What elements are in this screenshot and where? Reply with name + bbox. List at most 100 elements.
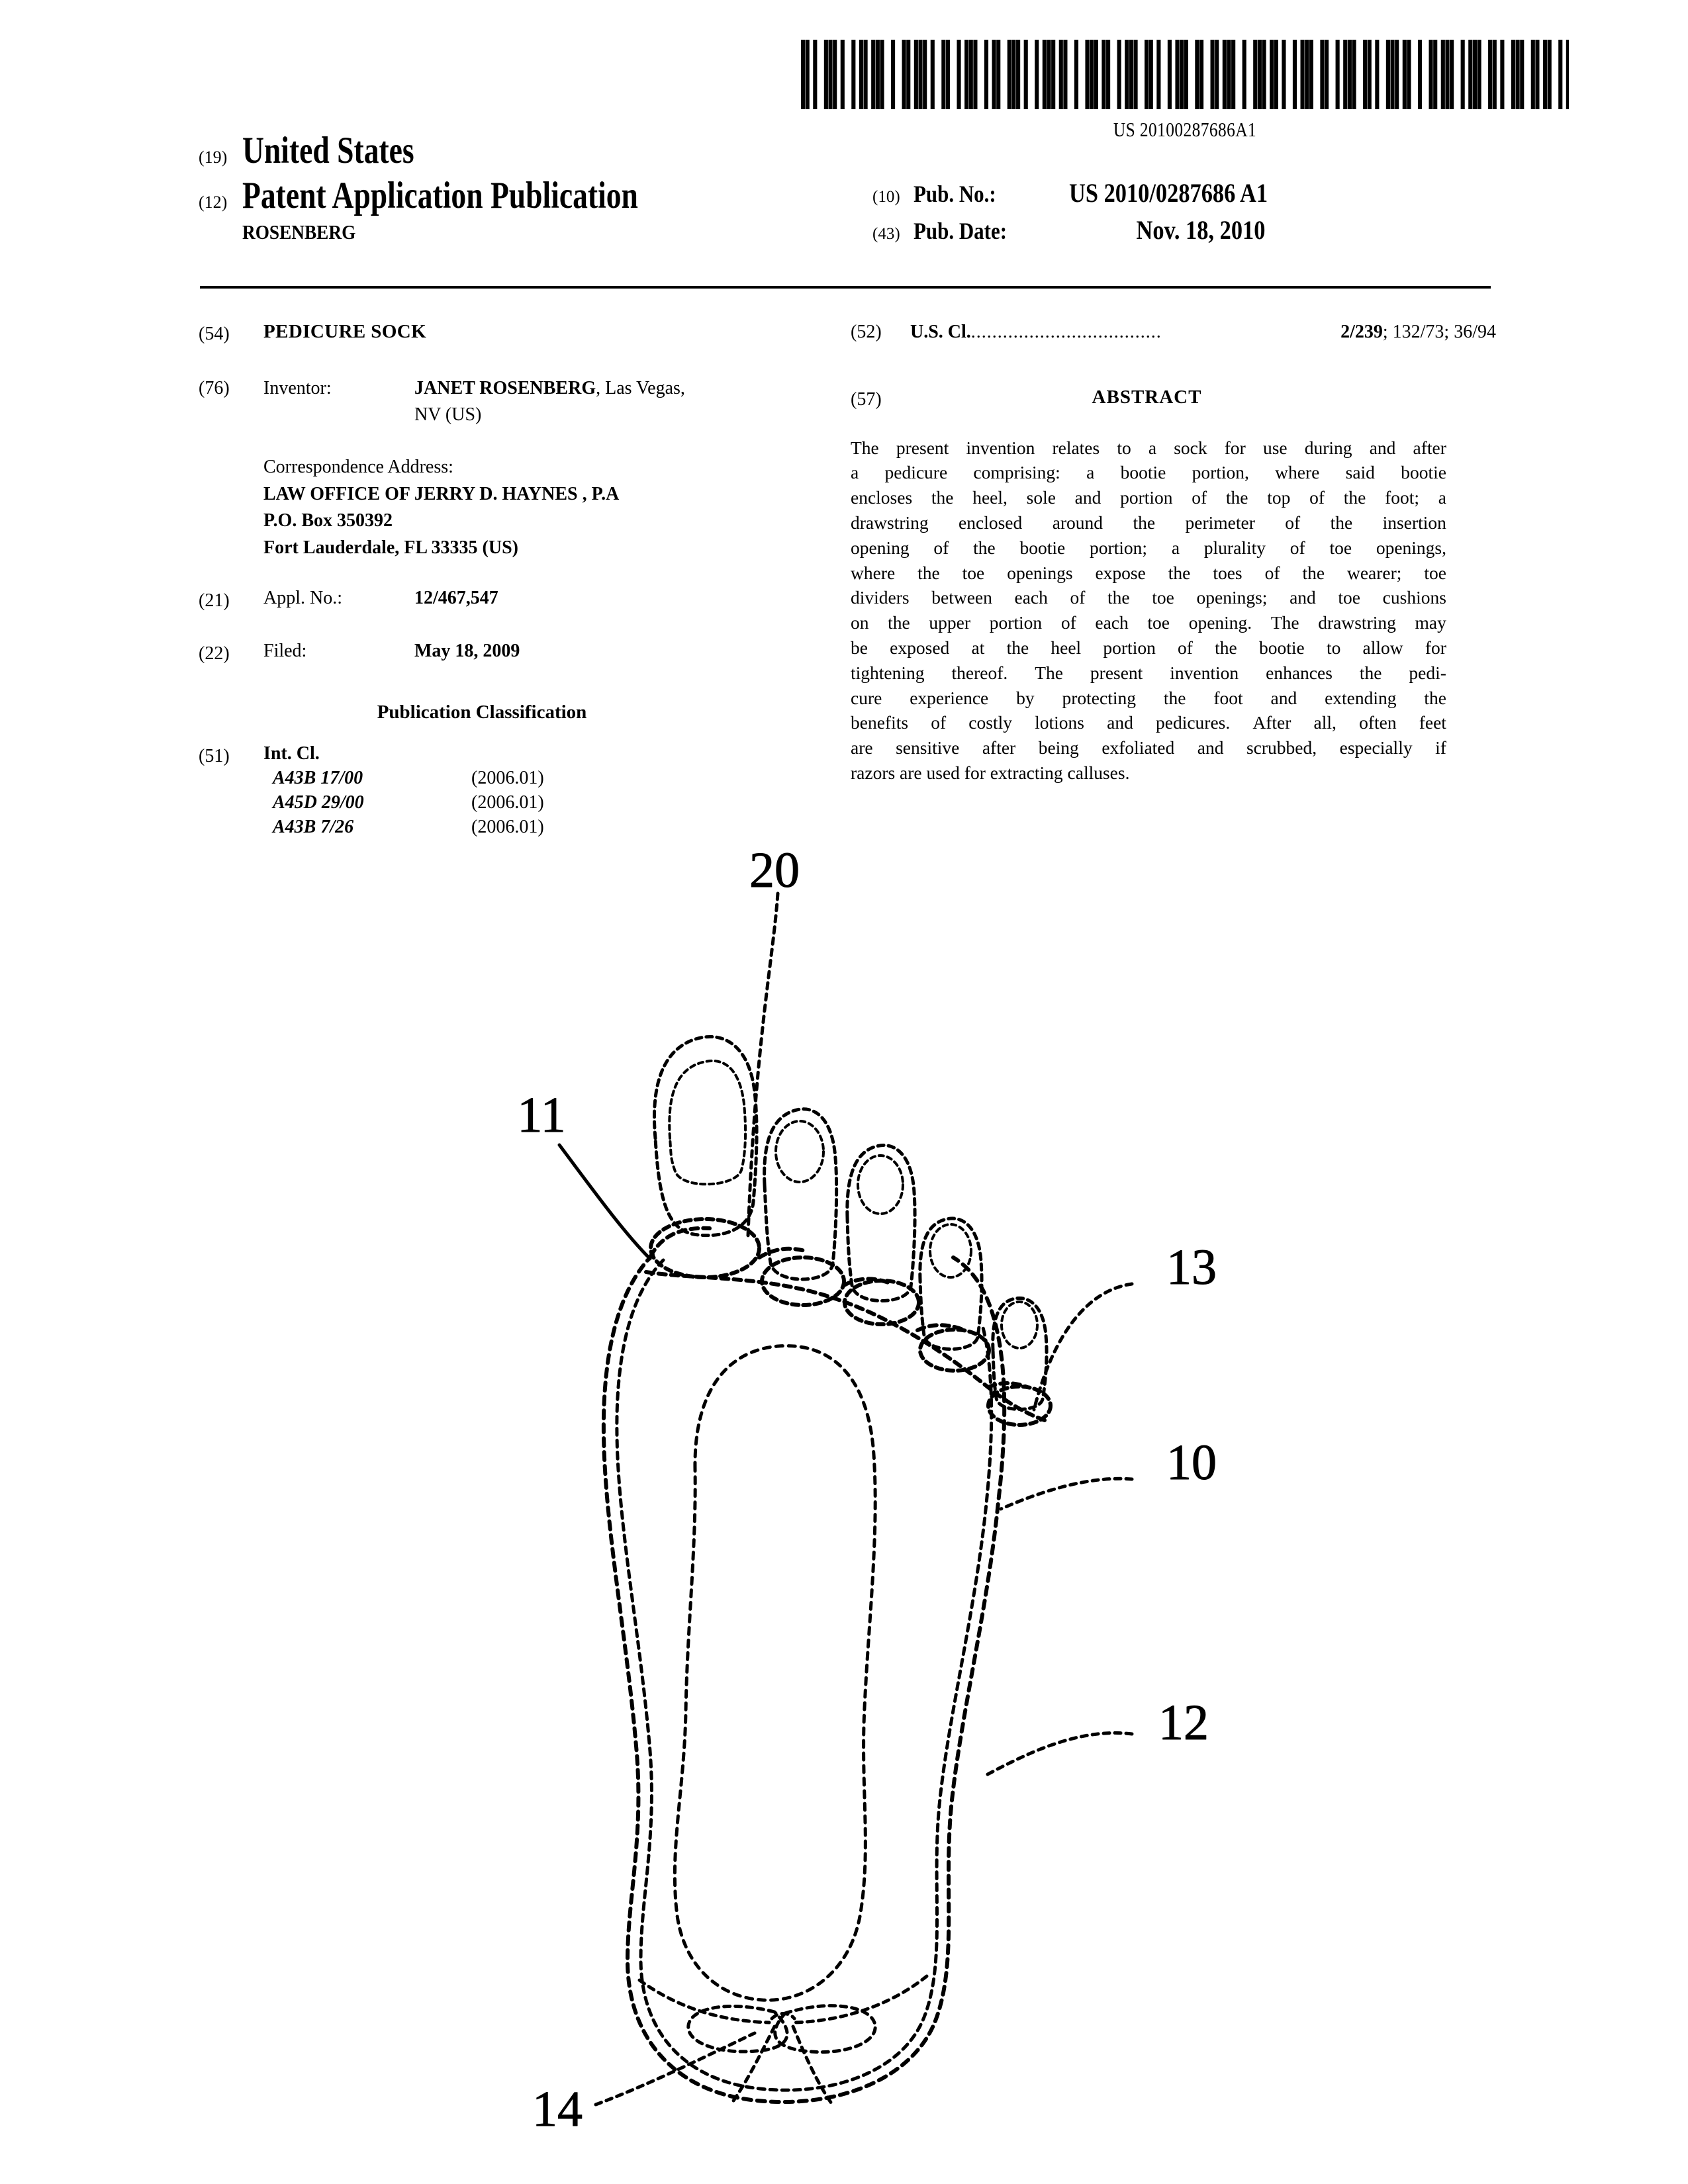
correspondence-address: Correspondence Address: LAW OFFICE OF JE…	[263, 454, 827, 561]
inventor-label: Inventor:	[263, 377, 332, 398]
leader-20	[746, 891, 780, 1238]
correspondence-line-3: Fort Lauderdale, FL 33335 (US)	[263, 537, 518, 558]
abstract-line: razors are used for extracting calluses.	[851, 762, 1130, 784]
toe-divider-band	[644, 1226, 1051, 1424]
filed-row: (22) Filed: May 18, 2009	[199, 641, 827, 667]
publication-info: (10) Pub. No.: US 2010/0287686 A1 (43) P…	[872, 177, 1508, 251]
us-cl-row: (52) U.S. Cl. ..........................…	[851, 319, 1496, 345]
us-cl-primary: 2/239	[1340, 322, 1383, 342]
ref-numeral-12: 12	[1158, 1695, 1209, 1751]
toe-fourth	[918, 1216, 984, 1351]
drawstring-bow	[686, 2004, 877, 2107]
barcode-bars	[801, 40, 1569, 109]
country-name: United States	[242, 130, 414, 171]
leader-11	[557, 1143, 652, 1261]
pub-no-label: Pub. No.:	[914, 181, 996, 207]
leader-12	[984, 1731, 1134, 1777]
ipc-version: (2006.01)	[471, 792, 544, 813]
us-cl-secondary: ; 132/73; 36/94	[1382, 322, 1496, 342]
toenail-second	[774, 1120, 825, 1183]
us-cl-leader: ....................................	[970, 322, 1162, 342]
appl-no-value: 12/467,547	[414, 588, 498, 609]
inid-52: (52)	[851, 322, 882, 342]
inid-76: (76)	[199, 377, 230, 398]
ipc-version: (2006.01)	[471, 767, 544, 788]
pub-date-label: Pub. Date:	[914, 218, 1008, 244]
toe-second	[763, 1107, 839, 1281]
inventor-value: JANET ROSENBERG, Las Vegas,NV (US)	[414, 375, 685, 429]
pub-no-value: US 2010/0287686 A1	[1069, 178, 1268, 208]
inid-10: (10)	[872, 188, 900, 206]
doctype-row: (12) Patent Application Publication	[199, 175, 1493, 217]
correspondence-line-1: LAW OFFICE OF JERRY D. HAYNES , P.A	[263, 483, 620, 504]
inventor-name: JANET ROSENBERG	[414, 377, 596, 398]
bibliographic-right-column: (52) U.S. Cl. ..........................…	[851, 319, 1496, 786]
drawstring-channel	[637, 1974, 929, 2025]
filed-label: Filed:	[263, 641, 307, 662]
ref-numeral-10: 10	[1166, 1435, 1217, 1490]
leader-14	[594, 2031, 757, 2107]
ref-numeral-20: 20	[749, 842, 800, 898]
publication-classification-heading: Publication Classification	[377, 701, 587, 723]
correspondence-line-2: P.O. Box 350392	[263, 510, 393, 531]
inid-21: (21)	[199, 590, 230, 612]
applicant-name: ROSENBERG	[242, 220, 356, 244]
bootie-outline-inner	[615, 1258, 994, 2092]
us-cl-value: 2/239; 132/73; 36/94	[1340, 322, 1496, 343]
toenail-little	[1000, 1300, 1039, 1349]
leader-10	[999, 1477, 1134, 1511]
document-type: Patent Application Publication	[242, 175, 638, 217]
inventor-row: (76) Inventor: JANET ROSENBERG, Las Vega…	[199, 375, 827, 429]
ref-numeral-13: 13	[1166, 1240, 1217, 1295]
inid-22: (22)	[199, 643, 230, 664]
pub-no-row: (10) Pub. No.: US 2010/0287686 A1	[872, 177, 1508, 208]
inid-51: (51)	[199, 745, 230, 766]
inid-57: (57)	[851, 388, 882, 410]
pub-date-row: (43) Pub. Date: Nov. 18, 2010	[872, 214, 1508, 246]
filed-value: May 18, 2009	[414, 641, 520, 662]
inid-43: (43)	[872, 225, 900, 243]
appl-no-row: (21) Appl. No.: 12/467,547	[199, 588, 827, 614]
inid-54: (54)	[199, 324, 230, 344]
toenail-third	[857, 1154, 904, 1215]
correspondence-label: Correspondence Address:	[263, 456, 453, 477]
invention-title: PEDICURE SOCK	[263, 321, 427, 342]
inventor-state: NV (US)	[414, 404, 482, 426]
toe-third	[845, 1144, 917, 1302]
ipc-code: A43B 7/26	[273, 816, 354, 837]
toenail-fourth	[929, 1223, 972, 1279]
bibliographic-left-column: (54) PEDICURE SOCK (76) Inventor: JANET …	[199, 321, 827, 838]
foot-diagram: 20 11 13 10 12 14	[517, 842, 1217, 2138]
inid-12: (12)	[199, 193, 228, 212]
ipc-row: A45D 29/00 (2006.01)	[263, 792, 544, 813]
ipc-code: A43B 17/00	[273, 767, 363, 788]
ipc-row: A43B 7/26 (2006.01)	[263, 817, 544, 838]
barcode	[801, 40, 1569, 109]
appl-no-label: Appl. No.:	[263, 588, 342, 609]
int-cl-block: Int. Cl. A43B 17/00 (2006.01) A45D 29/00…	[263, 743, 544, 838]
inid-19: (19)	[199, 148, 228, 167]
bootie-outline-outer	[601, 1253, 1007, 2105]
ref-numeral-11: 11	[517, 1087, 565, 1143]
int-cl-row: (51) Int. Cl. A43B 17/00 (2006.01) A45D …	[199, 743, 827, 838]
toenail-big	[668, 1059, 747, 1186]
barcode-number: US 20100287686A1	[1113, 118, 1257, 141]
patent-drawing: 20 11 13 10 12 14	[463, 827, 1258, 2138]
abstract-heading: ABSTRACT	[1092, 386, 1202, 408]
ipc-row: A43B 17/00 (2006.01)	[263, 768, 544, 789]
